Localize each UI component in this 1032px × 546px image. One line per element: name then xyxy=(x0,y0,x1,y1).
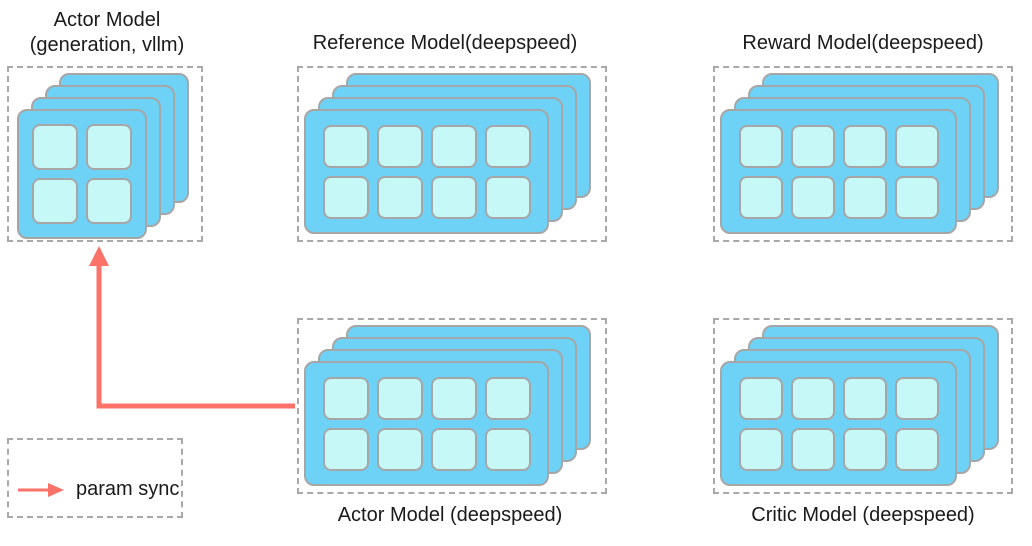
group-label-critic-model: Critic Model (deepspeed) xyxy=(751,504,975,526)
card-cell xyxy=(322,376,369,420)
card-cell xyxy=(322,124,369,168)
group-label-actor-deepspeed: Actor Model (deepspeed) xyxy=(337,504,563,526)
group-label-reward-model: Reward Model(deepspeed) xyxy=(742,32,984,54)
card-cell xyxy=(86,124,132,170)
card-cell xyxy=(32,124,78,170)
card-cell xyxy=(894,376,939,420)
legend-box xyxy=(7,438,183,518)
card-cell xyxy=(430,376,477,420)
card-cell xyxy=(376,124,423,168)
card-cell xyxy=(376,175,423,219)
card-front xyxy=(720,361,957,486)
card-front xyxy=(17,109,147,239)
param-sync-line xyxy=(96,262,295,409)
card-cell xyxy=(894,175,939,219)
card-cell xyxy=(738,124,783,168)
card-cell xyxy=(322,427,369,471)
card-cell xyxy=(484,376,531,420)
param-sync-arrowhead xyxy=(89,246,109,266)
group-box-critic-model xyxy=(713,318,1013,494)
legend-label-param-sync: param sync xyxy=(76,478,180,500)
card-front xyxy=(720,109,957,234)
card-cell xyxy=(894,427,939,471)
card-front xyxy=(304,109,549,234)
card-stack-reward-model xyxy=(715,68,1015,244)
card-cell xyxy=(842,376,887,420)
group-box-actor-vllm xyxy=(7,66,203,242)
card-cell xyxy=(790,376,835,420)
card-cell xyxy=(790,175,835,219)
card-cell xyxy=(376,427,423,471)
card-cell xyxy=(32,178,78,224)
card-cell xyxy=(790,124,835,168)
card-stack-actor-vllm xyxy=(9,68,205,244)
group-box-reward-model xyxy=(713,66,1013,242)
card-cell xyxy=(842,175,887,219)
card-cell xyxy=(484,427,531,471)
card-stack-critic-model xyxy=(715,320,1015,496)
card-stack-actor-deepspeed xyxy=(299,320,609,496)
param-sync-connector xyxy=(89,246,295,409)
param-sync-legend-arrow-icon xyxy=(18,482,64,497)
card-cell xyxy=(738,427,783,471)
group-box-actor-deepspeed xyxy=(297,318,607,494)
group-label-actor-vllm: Actor Model (generation, vllm) xyxy=(29,9,185,56)
card-cell xyxy=(484,175,531,219)
card-cell xyxy=(894,124,939,168)
card-cell xyxy=(376,376,423,420)
card-cell xyxy=(738,175,783,219)
group-box-reference-model xyxy=(297,66,607,242)
card-cell xyxy=(322,175,369,219)
card-front xyxy=(304,361,549,486)
card-cell xyxy=(430,124,477,168)
card-cell xyxy=(430,175,477,219)
card-cell xyxy=(790,427,835,471)
card-cell xyxy=(484,124,531,168)
group-label-reference-model: Reference Model(deepspeed) xyxy=(312,32,578,54)
legend-item-param-sync: param sync xyxy=(18,478,179,501)
card-cell xyxy=(738,376,783,420)
card-cell xyxy=(86,178,132,224)
card-stack-reference-model xyxy=(299,68,609,244)
card-cell xyxy=(842,124,887,168)
card-cell xyxy=(430,427,477,471)
card-cell xyxy=(842,427,887,471)
